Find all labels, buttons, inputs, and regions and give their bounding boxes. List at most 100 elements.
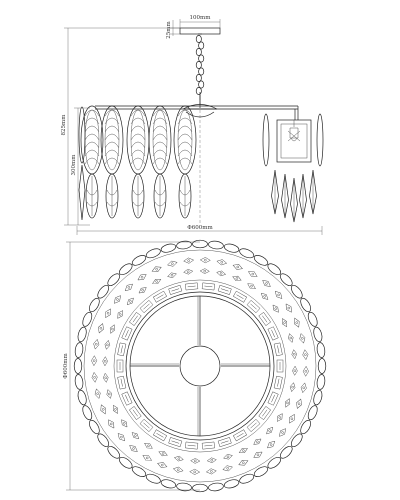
crystal-bead [104, 339, 111, 350]
crystal-panel-plan [121, 391, 133, 406]
crystal-bead [300, 382, 307, 394]
crystal-bead [121, 419, 128, 428]
scallop-crystal [290, 284, 303, 299]
crystal-drop [178, 173, 192, 219]
crystal-bead [285, 303, 292, 313]
crystal-drop [131, 173, 145, 219]
crystal-bead [117, 310, 123, 319]
crystal-bead [293, 317, 300, 328]
crystal-bead [129, 445, 138, 452]
crystal-bead [158, 450, 168, 457]
scallop-crystal [118, 263, 133, 276]
crystal-panel [80, 105, 104, 219]
crystal-panel-plan [258, 406, 271, 420]
crystal-bead [138, 287, 147, 294]
scallop-crystal [160, 479, 177, 489]
crystal-bead [102, 356, 108, 367]
crystal-bead [151, 266, 162, 273]
crystal-bead [142, 455, 152, 461]
crystal-panel [173, 105, 197, 219]
scallop-crystal [239, 248, 255, 259]
crystal-panel [126, 105, 150, 219]
crystal-bead [137, 274, 147, 281]
scallop-crystal [131, 255, 147, 266]
scallop-crystal [267, 456, 282, 469]
crystal-bead [190, 458, 201, 464]
scallop-crystal [279, 445, 293, 459]
crystal-bead [172, 466, 184, 473]
crystal-panel-plan [116, 359, 124, 373]
scallop-crystal [313, 389, 323, 406]
crystal-bead [112, 404, 118, 414]
crystal-bead [98, 323, 104, 334]
crystal-bead [274, 290, 283, 299]
scallop-crystal [253, 466, 269, 477]
chain-link [198, 54, 205, 63]
outer-crystal-ring [91, 257, 309, 475]
chain-link [195, 74, 202, 82]
crystal-bead [109, 324, 116, 334]
scallop-crystal [300, 419, 311, 435]
scallop-crystal [267, 263, 282, 276]
scallop-crystal [290, 433, 303, 448]
scallop-crystal [223, 479, 240, 489]
side-diameter-dimension: Φ600mm [76, 225, 323, 235]
scallop-crystal [253, 255, 269, 266]
crystal-bead [296, 398, 302, 409]
crystal-drop [105, 173, 119, 219]
crystal-bead [253, 438, 262, 445]
crystal-bead [222, 465, 233, 472]
plan-view: Φ600mm [63, 239, 327, 493]
crystal-bead [216, 259, 228, 266]
scallop-crystal [77, 389, 87, 406]
crystal-panel-plan [185, 441, 199, 450]
scallop-crystal [107, 445, 121, 459]
total-height-dimension: 825mm [61, 27, 180, 226]
side-diameter-label: Φ600mm [187, 225, 213, 231]
crystal-bead [277, 413, 283, 422]
scallop-crystal [89, 297, 100, 313]
crystal-bead [102, 372, 109, 383]
crystal-bead [152, 278, 162, 284]
crystal-bead [183, 268, 194, 275]
crystal-panel-plan [276, 359, 284, 373]
crystal-bead [247, 283, 256, 289]
chain-link [195, 48, 202, 56]
crystal-bead [93, 338, 100, 350]
crystal-panel-plan [232, 290, 248, 303]
chain-link [195, 35, 202, 43]
crystal-panel-plan [152, 429, 168, 442]
scallop-crystal [131, 466, 147, 477]
crystal-bead [114, 295, 121, 304]
crystal-bead [238, 459, 249, 466]
ceiling-canopy [179, 27, 221, 35]
crystal-bead [94, 388, 101, 399]
scallop-crystal [316, 342, 326, 358]
crystal-bead [216, 270, 227, 277]
scallop-crystal [208, 240, 224, 250]
crystal-bead [91, 371, 98, 383]
crystal-bead [126, 297, 134, 306]
scallop-crystal [176, 482, 192, 492]
scallop-crystal [97, 284, 110, 299]
crystal-bead [232, 264, 243, 270]
scallop-crystal [89, 419, 100, 435]
central-hub-plan [179, 345, 221, 387]
crystal-bead [289, 382, 296, 393]
chain-link [198, 41, 205, 50]
crystal-panel [148, 105, 172, 219]
crystal-panel-plan [129, 406, 142, 420]
crystal-bead [91, 355, 98, 367]
total-height-label: 825mm [61, 114, 67, 136]
body-height-dimension: 300mm [71, 107, 90, 225]
crystal-panel-plan [121, 326, 133, 341]
scallop-crystal [73, 358, 83, 374]
crystal-panel-plan [232, 429, 248, 442]
crystal-drop [85, 173, 99, 219]
crystal-bead [157, 462, 168, 468]
crystal-panel-plan [217, 284, 232, 295]
scallop-crystal [223, 243, 240, 253]
canopy-height-dimension: 25mm [166, 20, 180, 39]
scallop-crystal [307, 311, 318, 327]
